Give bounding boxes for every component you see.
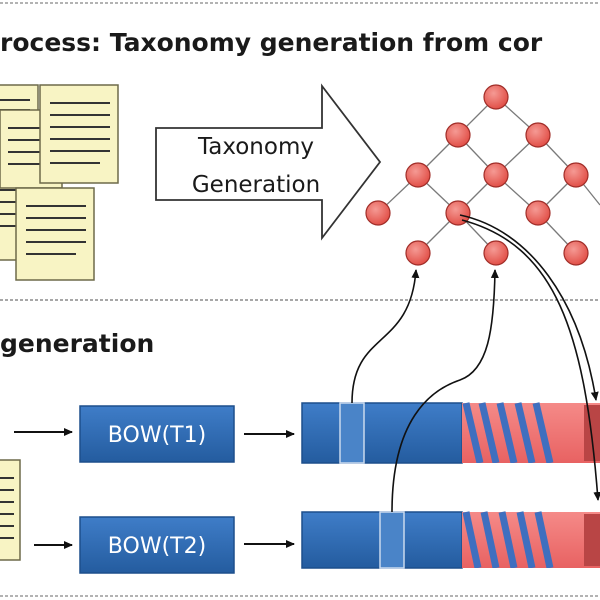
taxonomy-node xyxy=(365,200,391,226)
taxonomy-nodes xyxy=(365,84,589,266)
highlighted-feature xyxy=(379,511,405,569)
document-icon xyxy=(15,187,95,281)
mapping-arrow xyxy=(351,269,420,404)
highlighted-feature xyxy=(339,402,365,464)
document-icon xyxy=(39,84,119,184)
document-stack xyxy=(0,84,119,281)
taxonomy-node xyxy=(563,162,589,188)
bow-box-t2: BOW(T2) xyxy=(79,516,235,574)
feature-vector-t2 xyxy=(301,511,600,569)
taxonomy-node xyxy=(483,162,509,188)
bow-label-t1: BOW(T1) xyxy=(108,423,206,448)
arrow-label-line2: Generation xyxy=(192,172,320,198)
taxonomy-node xyxy=(445,122,471,148)
arrow-label-line1: Taxonomy xyxy=(197,134,314,160)
taxonomy-node xyxy=(405,240,431,266)
taxonomy-node xyxy=(525,122,551,148)
top-section-heading: rocess: Taxonomy generation from cor xyxy=(0,28,543,57)
taxonomy-node xyxy=(483,240,509,266)
feature-vector-t1 xyxy=(301,402,600,464)
bow-box-t1: BOW(T1) xyxy=(79,405,235,463)
taxonomy-node xyxy=(563,240,589,266)
taxonomy-node xyxy=(445,200,471,226)
mapping-arrows xyxy=(351,214,600,513)
taxonomy-generation-arrow: Taxonomy Generation xyxy=(155,83,382,241)
mapping-arrow xyxy=(391,269,499,513)
taxonomy-node xyxy=(405,162,431,188)
taxonomy-node xyxy=(483,84,509,110)
mapping-arrow xyxy=(461,219,600,501)
document-icon xyxy=(0,459,21,561)
mapping-arrow xyxy=(459,214,599,401)
bow-label-t2: BOW(T2) xyxy=(108,534,206,559)
taxonomy-node xyxy=(525,200,551,226)
bottom-section-heading: generation xyxy=(0,329,154,358)
